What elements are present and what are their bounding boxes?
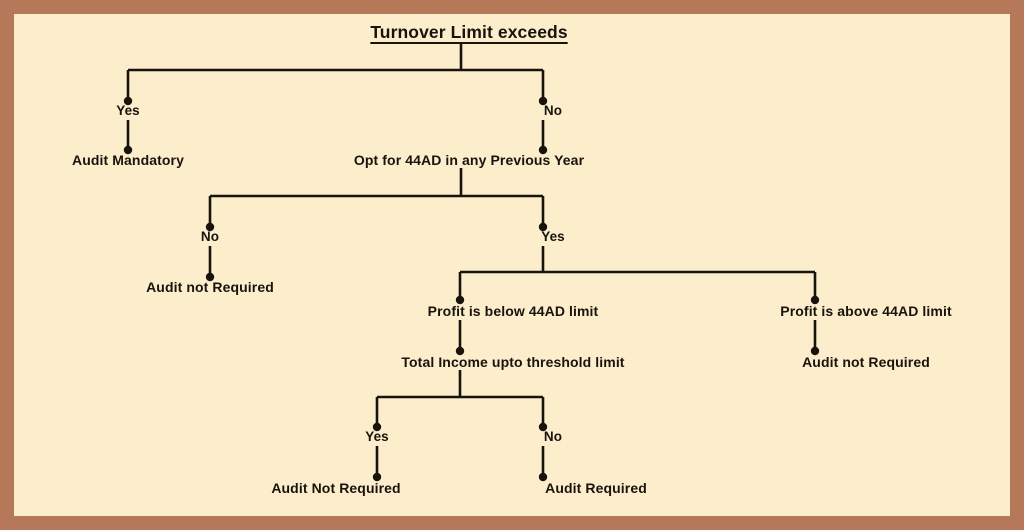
edge-label-no-turnover: No (543, 103, 563, 118)
node-turnover-limit-exceeds: Turnover Limit exceeds (370, 22, 568, 42)
node-opt-for-44ad-in-any-previous-year: Opt for 44AD in any Previous Year (353, 152, 585, 168)
node-profit-is-above-44ad-limit: Profit is above 44AD limit (780, 303, 952, 319)
node-audit-mandatory: Audit Mandatory (72, 152, 184, 168)
edge-label-yes-opt44ad: Yes (541, 229, 565, 244)
edge-label-yes-total-income: Yes (365, 429, 389, 444)
node-audit-required: Audit Required (545, 480, 647, 496)
edge-label-no-total-income: No (543, 429, 563, 444)
node-audit-not-required-bottom: Audit Not Required (271, 480, 401, 496)
node-audit-not-required-right: Audit not Required (802, 354, 930, 370)
edge-label-no-opt44ad: No (200, 229, 220, 244)
node-total-income-upto-threshold-limit: Total Income upto threshold limit (401, 354, 625, 370)
node-profit-is-below-44ad-limit: Profit is below 44AD limit (427, 303, 599, 319)
edge-label-yes-turnover: Yes (116, 103, 140, 118)
node-audit-not-required-left: Audit not Required (146, 279, 274, 295)
flowchart-canvas (14, 14, 1010, 516)
